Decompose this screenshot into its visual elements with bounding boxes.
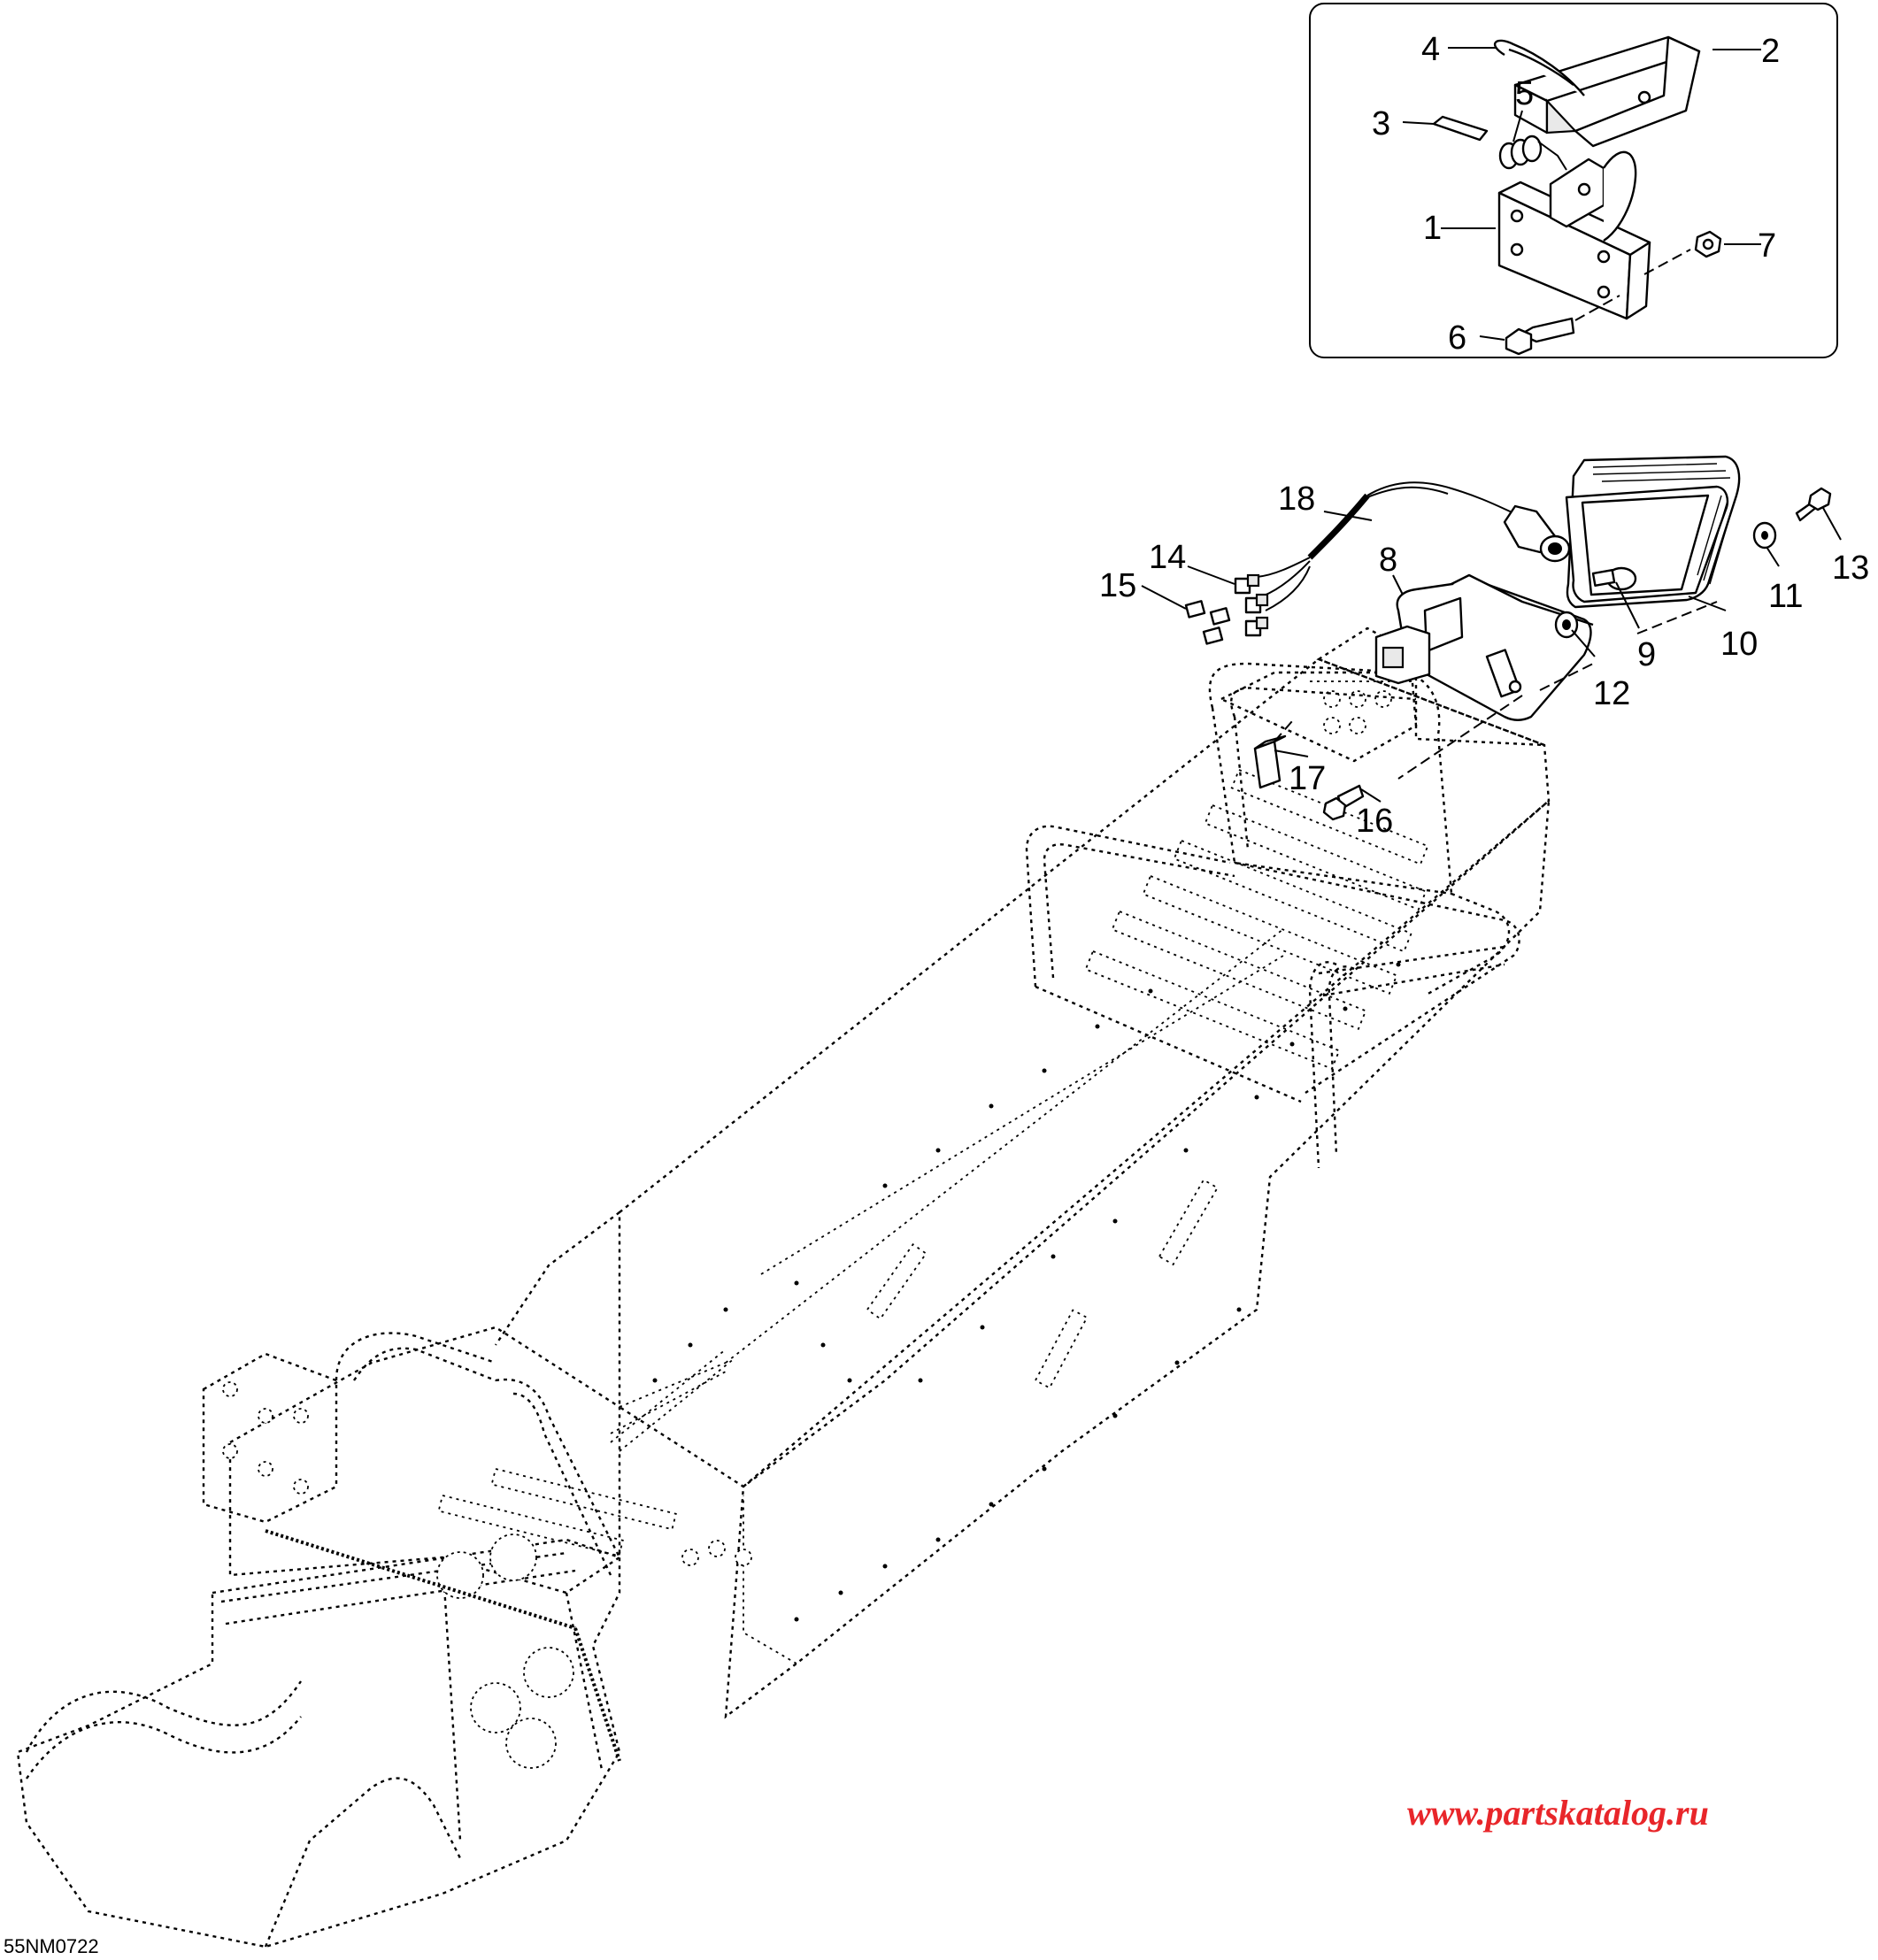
callout-7: 7 [1758, 227, 1776, 265]
callout-5: 5 [1515, 75, 1534, 112]
part-16-screw [1322, 784, 1365, 821]
callout-14: 14 [1149, 539, 1186, 576]
taillight-assembly [1141, 455, 1842, 821]
callout-1: 1 [1423, 210, 1442, 247]
callout-labels: 1 2 3 4 5 6 7 8 9 10 11 12 13 14 15 16 1… [1099, 31, 1869, 840]
callout-3: 3 [1372, 105, 1390, 142]
part-18-harness [1256, 481, 1571, 611]
part-5-spring [1498, 135, 1567, 171]
part-15-terminals [1184, 600, 1231, 645]
diagram-code: 55NM0722 [4, 1935, 99, 1957]
watermark-text: www.partskatalog.ru [1407, 1793, 1709, 1833]
callout-12: 12 [1593, 675, 1630, 712]
part-2-bracket [1513, 35, 1701, 148]
inset-leaders [1402, 47, 1761, 341]
part-1-plate-holder [1497, 150, 1651, 320]
part-8-housing [1374, 573, 1594, 721]
callout-13: 13 [1832, 550, 1869, 587]
part-9-bulb [1591, 566, 1637, 591]
callout-4: 4 [1421, 31, 1440, 68]
bulkhead-holes [222, 1381, 752, 1769]
callout-10: 10 [1720, 626, 1758, 663]
rivets [652, 962, 1401, 1622]
callout-17: 17 [1289, 760, 1326, 797]
part-13-screw [1795, 487, 1832, 522]
callout-2: 2 [1761, 33, 1780, 70]
main-leaders [1141, 507, 1842, 803]
part-3-pin [1432, 115, 1489, 142]
part-10-lens [1565, 455, 1741, 609]
callout-16: 16 [1356, 803, 1393, 840]
part-11-washer [1752, 521, 1777, 550]
part-6-bolt [1505, 317, 1575, 356]
callout-18: 18 [1278, 480, 1315, 518]
callout-6: 6 [1448, 319, 1466, 357]
part-17-block [1253, 720, 1293, 789]
callout-9: 9 [1637, 636, 1656, 673]
inset-box [1309, 3, 1838, 358]
part-4-clip [1493, 39, 1585, 96]
chassis-frame [16, 626, 1551, 1948]
callout-8: 8 [1379, 542, 1397, 579]
callout-11: 11 [1768, 578, 1803, 615]
callout-15: 15 [1099, 567, 1136, 604]
part-7-nut [1694, 230, 1722, 258]
part-14-connectors [1234, 573, 1269, 637]
